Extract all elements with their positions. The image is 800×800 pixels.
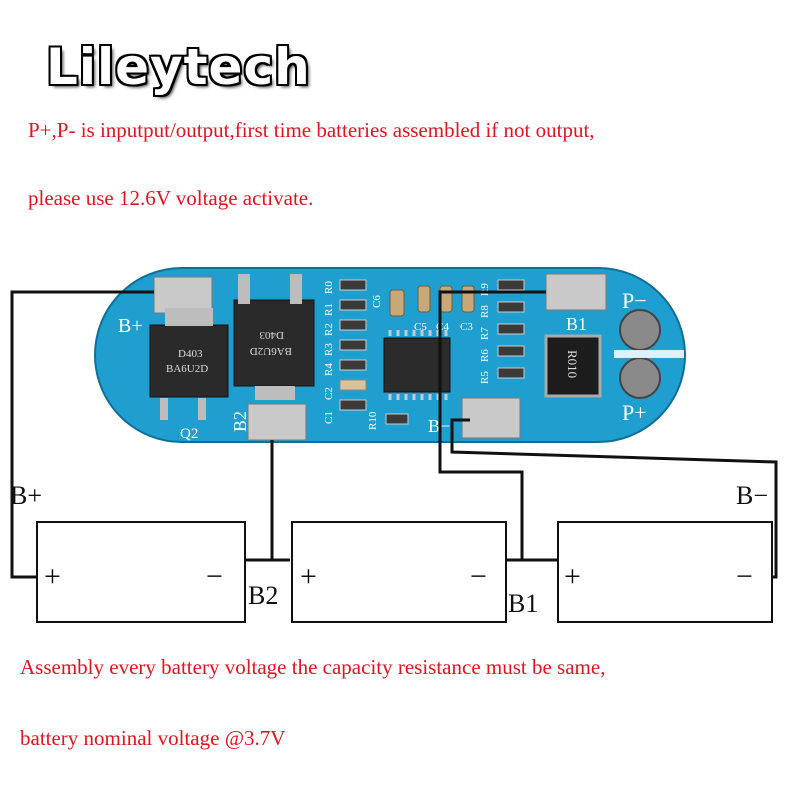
label-c2: C2 xyxy=(323,387,335,400)
board-label-pminus: P− xyxy=(622,288,647,313)
cell-3-plus: + xyxy=(564,560,581,593)
pad-b1 xyxy=(545,273,607,311)
board-label-b2: B2 xyxy=(230,411,250,432)
wire-b1 xyxy=(438,290,546,560)
label-r0: R0 xyxy=(323,281,335,294)
label-r10: R10 xyxy=(367,411,379,430)
wires xyxy=(10,290,778,579)
label-r9: R9 xyxy=(479,283,491,296)
chip-q3-top-label: BA6U2D xyxy=(250,345,292,357)
resistor-column xyxy=(339,279,409,425)
note-line-4: battery nominal voltage @3.7V xyxy=(20,726,286,750)
board-label-pplus: P+ xyxy=(622,400,647,425)
pad-bplus xyxy=(153,276,213,314)
shunt-resistor-label: R010 xyxy=(565,350,580,378)
pad-pminus-bottom xyxy=(461,397,521,439)
label-r4: R4 xyxy=(323,363,335,376)
cell-1-plus: + xyxy=(44,560,61,593)
chip-q1-tab xyxy=(165,308,213,326)
label-r2: R2 xyxy=(323,323,335,336)
cap-c6 xyxy=(389,289,405,317)
label-c6: C6 xyxy=(371,295,383,308)
mount-hole-bottom xyxy=(619,357,661,399)
cap-c3 xyxy=(461,285,475,313)
label-c5: C5 xyxy=(414,321,427,333)
board-label-b1: B1 xyxy=(566,314,587,334)
battery-cell-3 xyxy=(557,521,773,623)
cell-1-minus: − xyxy=(206,560,223,593)
battery-cell-2 xyxy=(291,521,507,623)
wiring-label-bplus: B+ xyxy=(10,481,42,510)
label-r5: R5 xyxy=(479,371,491,384)
label-r7: R7 xyxy=(479,327,491,340)
wire-bplus xyxy=(10,290,154,579)
note-line-3: Assembly every battery voltage the capac… xyxy=(20,655,606,679)
cell-3-minus: − xyxy=(736,560,753,593)
cap-c4 xyxy=(439,285,453,313)
chip-q1-top-label: D403 xyxy=(178,348,203,360)
resistor-column-right xyxy=(497,279,525,379)
pad-b2 xyxy=(247,403,307,441)
brand-logo: Lileytech xyxy=(46,38,311,96)
chip-q2-label: Q2 xyxy=(180,426,198,442)
wiring-label-b1: B1 xyxy=(508,589,538,618)
mount-hole-top xyxy=(619,309,661,351)
cell-2-minus: − xyxy=(470,560,487,593)
label-c3: C3 xyxy=(460,321,473,333)
note-line-1: P+,P- is inputput/output,first time batt… xyxy=(28,118,595,142)
label-r8: R8 xyxy=(479,305,491,318)
chip-q3-bottom-label: D403 xyxy=(259,329,284,341)
label-r6: R6 xyxy=(479,349,491,362)
shunt-resistor xyxy=(544,334,602,398)
chip-q1 xyxy=(149,324,229,398)
wiring-label-bminus: B− xyxy=(736,481,768,510)
note-line-2: please use 12.6V voltage activate. xyxy=(28,186,314,210)
wire-b2 xyxy=(270,440,290,562)
wire-bminus xyxy=(450,418,778,579)
board-label-bplus: B+ xyxy=(118,315,143,337)
pcb-board: D403 BA6U2D Q2 BA6U2D D403 R0 R1 R2 R3 xyxy=(94,267,686,443)
chip-q3 xyxy=(233,299,315,387)
cap-c5 xyxy=(417,285,431,313)
label-r1: R1 xyxy=(323,303,335,316)
cell-2-plus: + xyxy=(300,560,317,593)
label-c1: C1 xyxy=(323,411,335,424)
label-r3: R3 xyxy=(323,343,335,356)
battery-cells xyxy=(36,521,773,623)
chip-q1-bottom-label: BA6U2D xyxy=(166,363,208,375)
p-divider xyxy=(614,350,684,358)
battery-cell-1 xyxy=(36,521,246,623)
wiring-label-b2: B2 xyxy=(248,581,278,610)
